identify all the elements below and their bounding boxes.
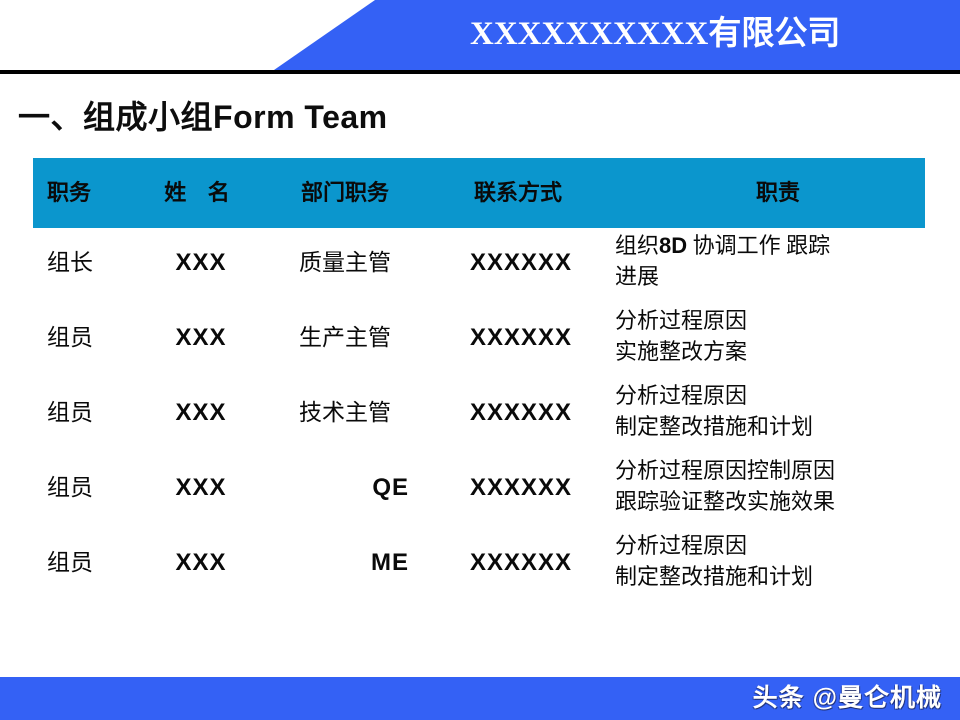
- page-title: 一、组成小组Form Team: [18, 92, 388, 138]
- column-header-role: 职务: [47, 180, 92, 205]
- footer-banner: [0, 677, 960, 720]
- cell-role: 组长: [47, 250, 93, 275]
- duty-text-8d: 8D: [659, 233, 688, 258]
- watermark-label: 头条 @曼仑机械: [752, 684, 942, 712]
- header-banner: XXXXXXXXXX有限公司: [0, 0, 960, 70]
- header-blue-shape: [274, 0, 960, 70]
- duty-line-1: 组织8D 协调工作 跟踪: [615, 230, 925, 261]
- cell-duty: 分析过程原因控制原因 跟踪验证整改实施效果: [615, 455, 925, 517]
- duty-line-1: 分析过程原因: [615, 383, 748, 408]
- cell-name: XXX: [175, 549, 227, 576]
- cell-name: XXX: [175, 399, 227, 426]
- cell-name: XXX: [175, 474, 227, 501]
- column-header-name: 姓 名: [164, 180, 238, 205]
- company-name: XXXXXXXXXX有限公司: [470, 16, 841, 52]
- cell-dept: QE: [372, 474, 409, 501]
- duty-line-1: 分析过程原因: [615, 533, 748, 558]
- duty-text-c: 协调工作 跟踪: [687, 233, 831, 258]
- cell-contact: XXXXXX: [469, 474, 573, 501]
- cell-contact: XXXXXX: [469, 549, 573, 576]
- page-title-cjk: 一、组成小组: [18, 99, 214, 135]
- duty-line-2: 跟踪验证整改实施效果: [615, 489, 836, 514]
- table-row: 组长 XXX 质量主管 XXXXXX 组织8D 协调工作 跟踪 进展: [33, 228, 925, 303]
- page-title-latin: Form Team: [213, 99, 388, 135]
- table-row: 组员 XXX 生产主管 XXXXXX 分析过程原因 实施整改方案: [33, 303, 925, 378]
- cell-name: XXX: [175, 324, 227, 351]
- duty-line-2: 进展: [615, 264, 660, 289]
- cell-dept: 质量主管: [299, 250, 391, 275]
- team-table: 职务 姓 名 部门职务 联系方式 职责 组长 XXX 质量主管 XXXXXX 组…: [33, 158, 925, 603]
- cell-duty: 分析过程原因 实施整改方案: [615, 305, 925, 367]
- duty-line-1: 分析过程原因: [615, 308, 748, 333]
- cell-role: 组员: [47, 400, 93, 425]
- cell-role: 组员: [47, 475, 93, 500]
- cell-duty: 分析过程原因 制定整改措施和计划: [615, 530, 925, 592]
- cell-dept: 技术主管: [299, 400, 391, 425]
- duty-line-2: 制定整改措施和计划: [615, 564, 814, 589]
- cell-name: XXX: [175, 249, 227, 276]
- table-row: 组员 XXX ME XXXXXX 分析过程原因 制定整改措施和计划: [33, 528, 925, 603]
- duty-line-1: 分析过程原因控制原因: [615, 458, 836, 483]
- table-row: 组员 XXX QE XXXXXX 分析过程原因控制原因 跟踪验证整改实施效果: [33, 453, 925, 528]
- column-header-duty: 职责: [755, 180, 800, 205]
- cell-duty: 组织8D 协调工作 跟踪 进展: [615, 230, 925, 292]
- cell-role: 组员: [47, 325, 93, 350]
- table-row: 组员 XXX 技术主管 XXXXXX 分析过程原因 制定整改措施和计划: [33, 378, 925, 453]
- cell-contact: XXXXXX: [469, 324, 573, 351]
- duty-line-2: 制定整改措施和计划: [615, 414, 814, 439]
- duty-line-2: 实施整改方案: [615, 339, 748, 364]
- header-divider-rule: [0, 70, 960, 74]
- duty-text-a: 组织: [615, 233, 660, 258]
- column-header-contact: 联系方式: [473, 180, 562, 205]
- cell-role: 组员: [47, 550, 93, 575]
- table-header-row: 职务 姓 名 部门职务 联系方式 职责: [33, 158, 925, 228]
- column-header-dept: 部门职务: [300, 180, 389, 205]
- cell-contact: XXXXXX: [469, 399, 573, 426]
- cell-contact: XXXXXX: [469, 249, 573, 276]
- cell-dept: ME: [371, 549, 409, 576]
- cell-duty: 分析过程原因 制定整改措施和计划: [615, 380, 925, 442]
- cell-dept: 生产主管: [299, 325, 391, 350]
